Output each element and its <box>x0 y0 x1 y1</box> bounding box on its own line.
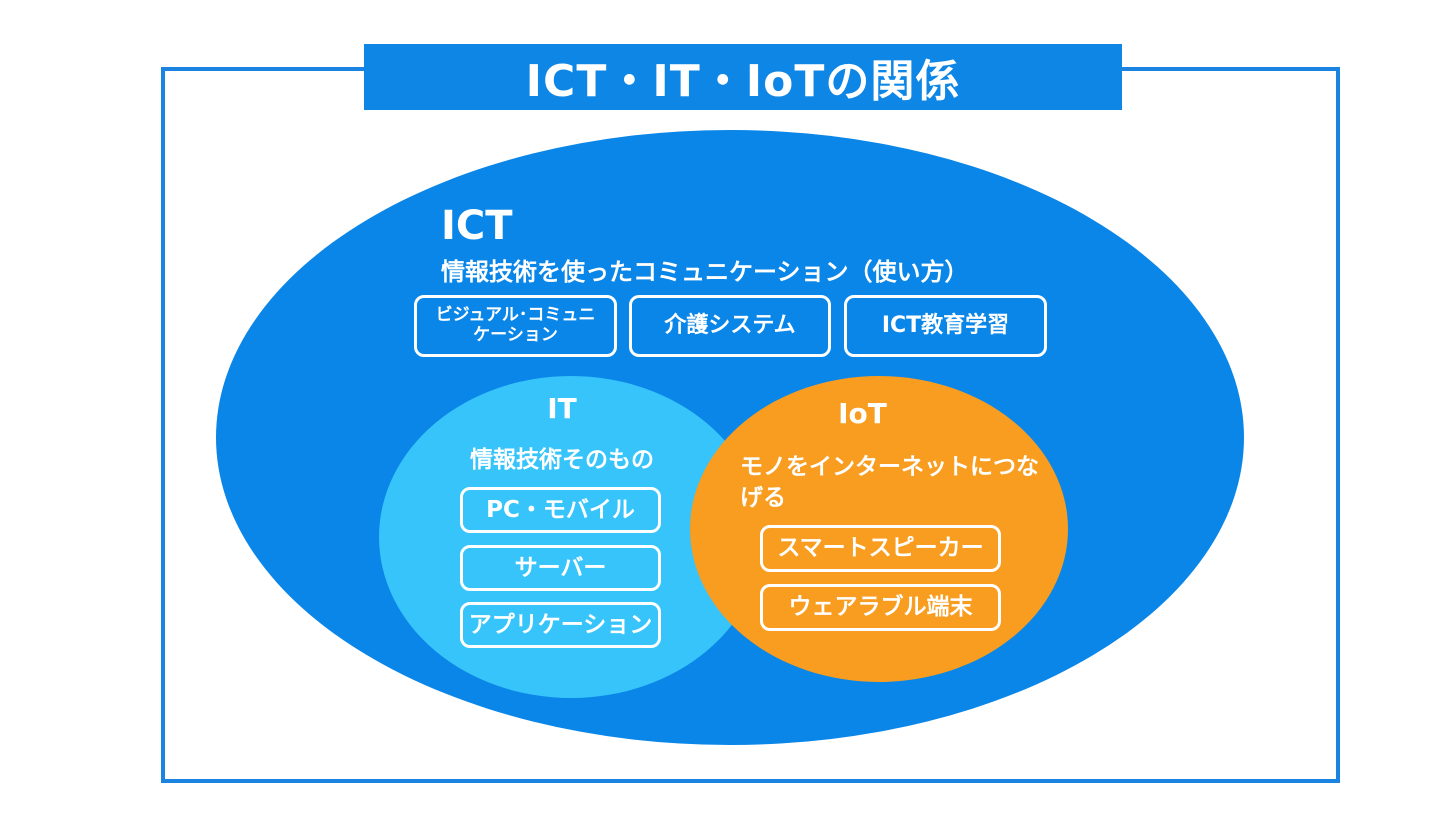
ict-label: ICT <box>441 203 513 249</box>
iot-item-label: ウェアラブル端末 <box>788 594 973 621</box>
ict-description: 情報技術を使ったコミュニケーション（使い方） <box>441 258 969 286</box>
ict-item-ict-education: ICT教育学習 <box>844 295 1047 357</box>
ict-item-care-system: 介護システム <box>629 295 831 357</box>
ict-item-visual-communication: ビジュアル･コミュニ ケーション <box>414 295 617 357</box>
it-item-label: アプリケーション <box>468 611 653 638</box>
it-item-application: アプリケーション <box>460 602 661 648</box>
it-label: IT <box>547 392 577 425</box>
iot-item-label: スマートスピーカー <box>777 535 984 562</box>
ict-item-label: 介護システム <box>664 313 796 339</box>
it-item-server: サーバー <box>460 545 661 591</box>
ict-item-line: ケーション <box>473 325 558 345</box>
iot-label: IoT <box>838 397 887 430</box>
ict-item-label: ICT教育学習 <box>881 313 1010 339</box>
ict-item-line: ビジュアル･コミュニ <box>435 305 596 326</box>
it-item-label: PC・モバイル <box>486 496 635 523</box>
iot-item-smart-speaker: スマートスピーカー <box>760 525 1001 572</box>
title-banner: ICT・IT・IoTの関係 <box>364 44 1122 110</box>
it-item-pc-mobile: PC・モバイル <box>460 487 661 533</box>
diagram-title: ICT・IT・IoTの関係 <box>525 56 961 107</box>
iot-description: モノをインターネットにつなげる <box>740 454 1039 512</box>
iot-ellipse <box>690 376 1068 682</box>
iot-item-wearable: ウェアラブル端末 <box>760 584 1001 631</box>
it-description: 情報技術そのもの <box>470 447 654 473</box>
it-item-label: サーバー <box>514 554 607 581</box>
